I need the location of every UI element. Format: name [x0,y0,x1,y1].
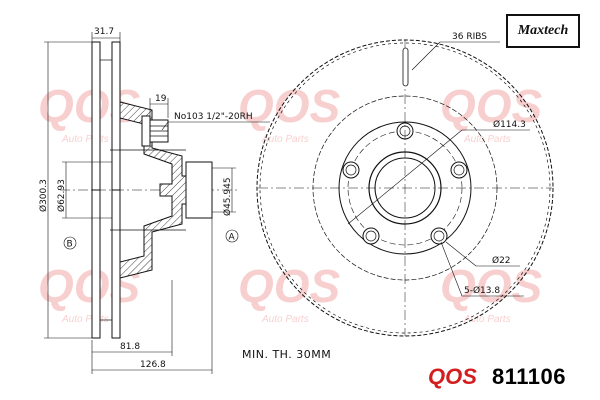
dim-offset-81: 81.8 [120,342,140,352]
dim-hub-bore: Ø62.93 [56,179,67,212]
watermark-tagline: Auto Parts [61,314,109,325]
maxtech-logo: Maxtech [506,14,580,48]
datum-a: A [229,233,236,243]
dim-ribs: 36 RIBS [452,32,487,42]
brand-name: Maxtech [517,23,569,38]
disc-section-view [60,41,238,339]
watermark-logo: QOS [440,80,543,132]
watermark-tagline: Auto Parts [61,134,109,145]
dim-pcd: Ø114.3 [493,119,526,130]
min-thickness-note: MIN. TH. 30MM [242,348,332,361]
dim-center-diameter: Ø45.945 [222,177,233,216]
watermark-tagline: Auto Parts [261,134,309,145]
watermark-logo: QOS [238,80,341,132]
datum-b: B [67,240,73,250]
dim-center-hole: Ø22 [492,255,511,266]
dim-hub-width: 31.7 [94,27,114,37]
qos-logo: QOS [428,364,477,389]
dim-stud-spec: No103 1/2"-20RH [174,112,253,122]
watermark-tagline: Auto Parts [261,314,309,325]
watermark-tagline: Auto Parts [463,134,511,145]
dim-offset-126: 126.8 [140,360,166,370]
part-number: 811106 [492,364,566,389]
front-dimensions: 36 RIBS Ø114.3 Ø22 5-Ø13.8 [347,32,530,297]
dim-outer-diameter: Ø300.3 [38,179,49,212]
disc-front-view [256,39,554,337]
watermark-tagline: Auto Parts [463,314,511,325]
watermark-logo: QOS [238,260,341,312]
dim-stud-length: 19 [155,94,167,104]
qos-logo-text: QOS [428,364,477,389]
section-dimensions: 31.7 19 No103 1/2"-20RH Ø300.3 Ø62.93 Ø4… [38,27,270,374]
dim-bolt-holes: 5-Ø13.8 [464,285,500,296]
